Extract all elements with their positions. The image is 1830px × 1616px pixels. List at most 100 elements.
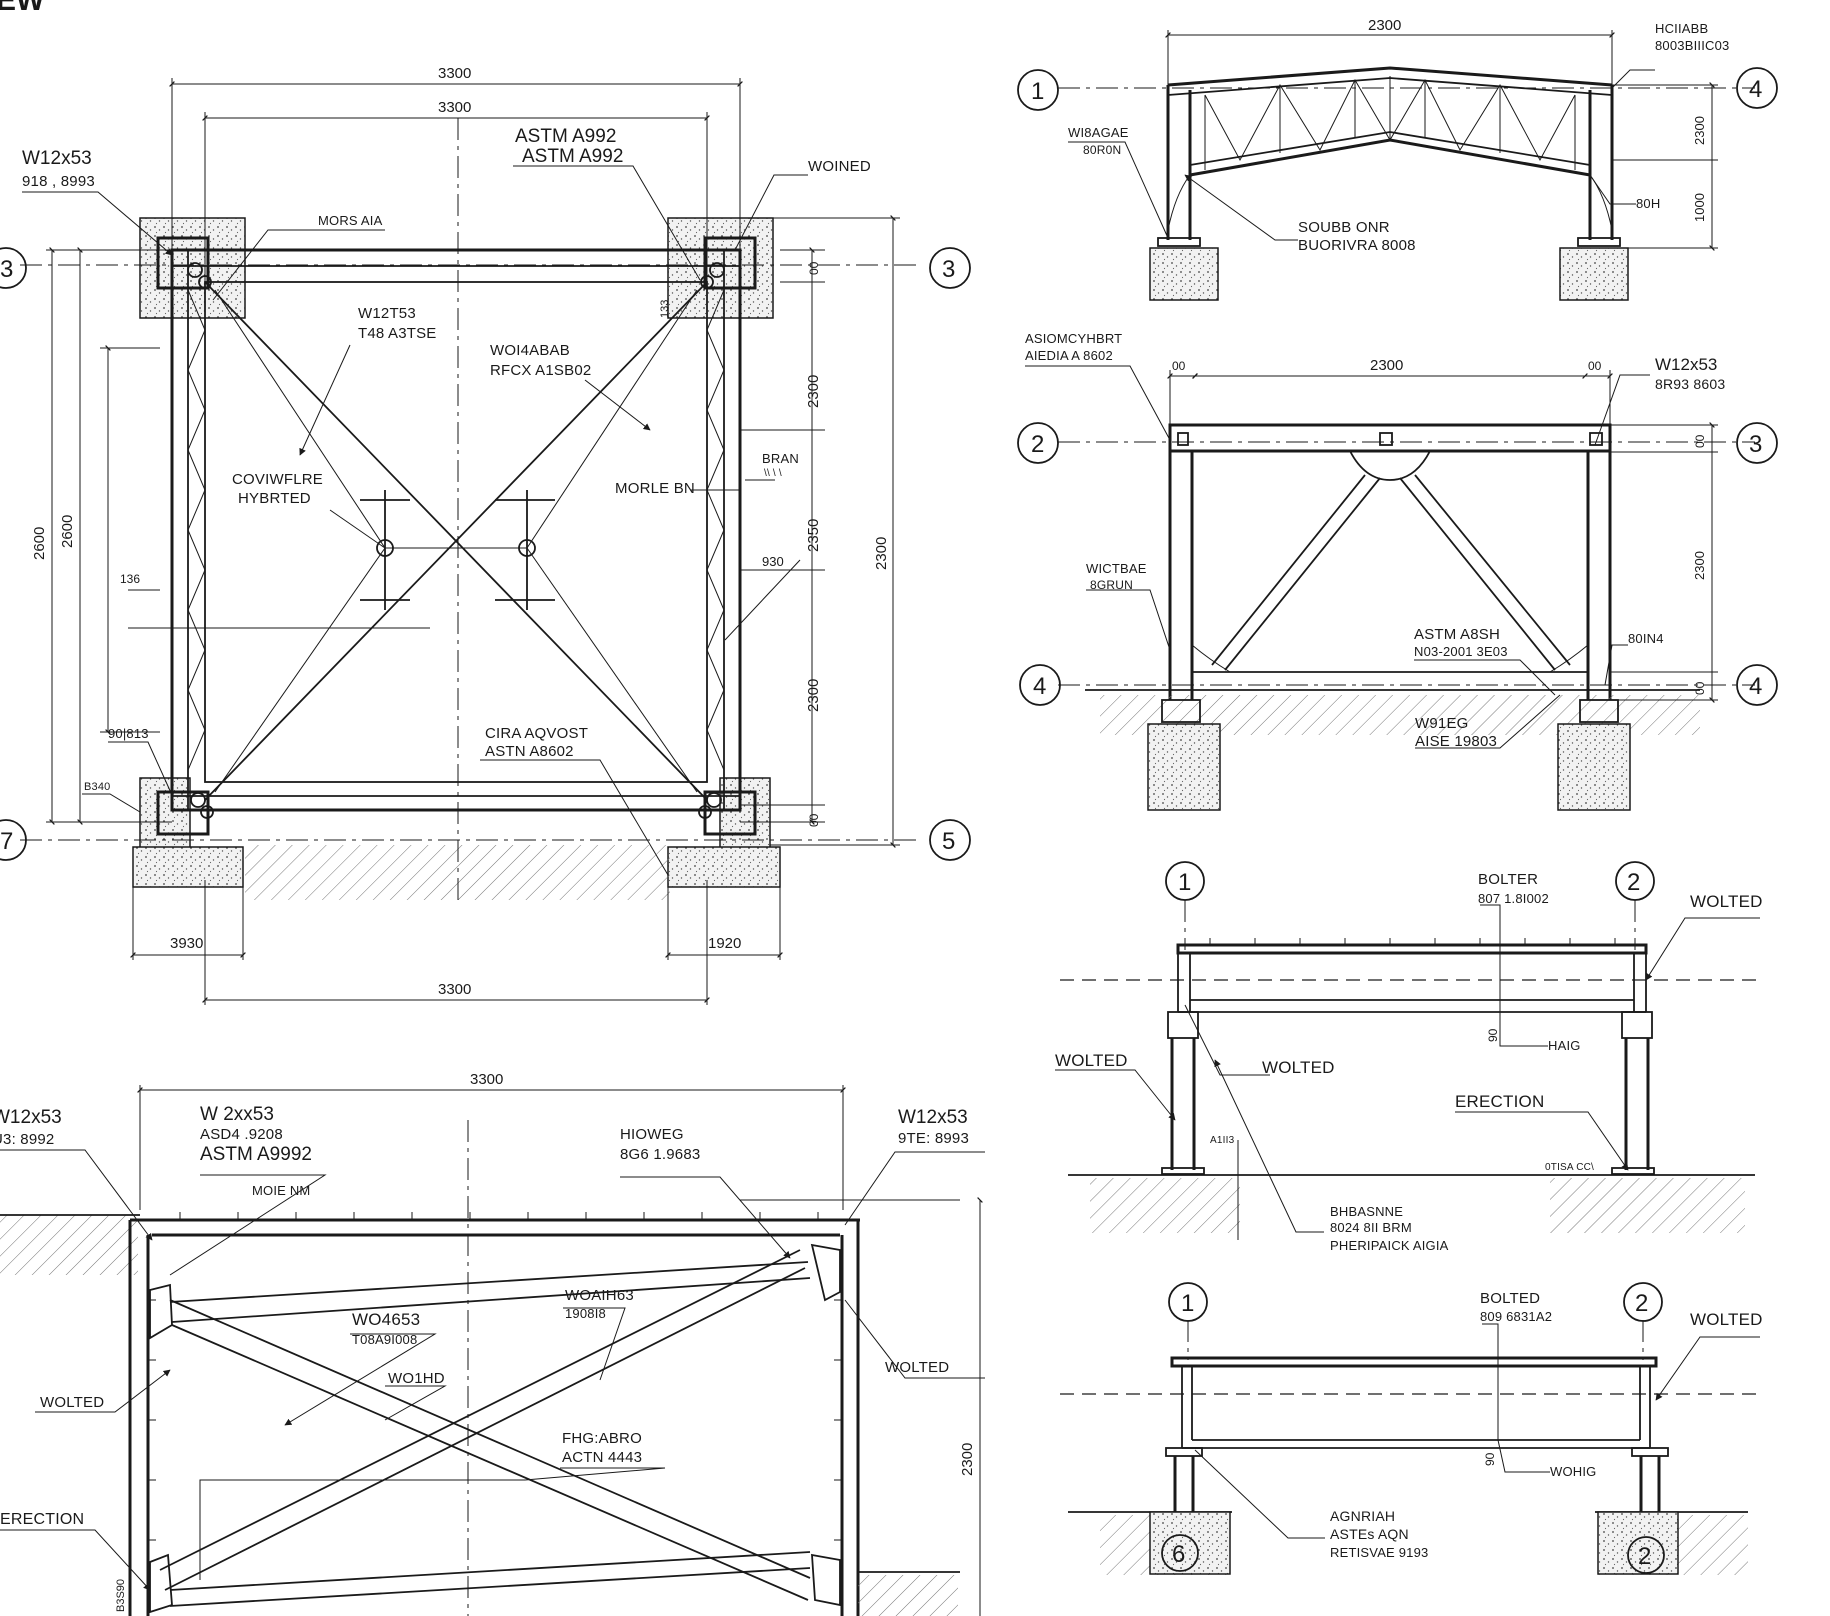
elev-mid-bubble-tr xyxy=(1736,422,1778,464)
sec-b-bubble-bl-text: 6 xyxy=(1172,1541,1185,1568)
elev-mid-bubble-br xyxy=(1736,664,1778,706)
elev-bot-woa-sub: T08A9I008 xyxy=(352,1332,417,1347)
plan-label-morle: MORLE BN xyxy=(615,480,695,497)
elev-bot-woa: WO4653 xyxy=(352,1310,420,1329)
elev-bot-fhg-sub: ACTN 4443 xyxy=(562,1449,642,1466)
plan-bubble-left-top-text: 3 xyxy=(0,256,13,283)
elev-top-footing-l xyxy=(1149,247,1219,301)
sec-a-bolter: BOLTER xyxy=(1478,871,1538,888)
plan-dim-foot-right: 1920 xyxy=(708,935,741,952)
plan-bubble-left-bottom-text: 7 xyxy=(0,828,13,855)
elev-top-bubble-right-text: 4 xyxy=(1749,76,1762,103)
plan-footing-tl xyxy=(139,217,246,319)
sec-a-wolted-l: WOLTED xyxy=(1055,1051,1128,1070)
sec-a-note-sub2: PHERIPAICK AIGIA xyxy=(1330,1238,1449,1253)
elev-bottom: 3300 xyxy=(0,1071,985,1616)
elev-bot-w12-r: W12x53 xyxy=(898,1107,968,1128)
plan-dim-top-outer: 3300 xyxy=(438,65,471,82)
elev-mid-dim-00r: 00 xyxy=(1588,359,1602,373)
sec-b-bolted-sub: 809 6831A2 xyxy=(1480,1309,1552,1324)
sec-a-bolter-sub: 807 1.8I002 xyxy=(1478,891,1549,906)
elev-bot-hiowe: HIOWEG xyxy=(620,1126,684,1143)
plan-label-cran-sub: ASTN A8602 xyxy=(485,743,574,760)
elev-mid-tl-label: ASIOMCYHBRT xyxy=(1025,331,1122,346)
elev-bot-w12-l: W12x53 xyxy=(0,1107,62,1128)
plan-dim-left-small: 136 xyxy=(120,572,140,586)
elev-top-bubble-left xyxy=(1017,69,1059,111)
elev-mid-center-label-sub: N03-2001 3E03 xyxy=(1414,644,1508,659)
plan-bubble-right-top-text: 3 xyxy=(942,256,955,283)
view-title-fragment: EW xyxy=(0,0,45,17)
elev-top-footing-r xyxy=(1559,247,1629,301)
plan-pad-bl xyxy=(132,846,244,888)
elev-bot-dim-right: 2300 xyxy=(959,1443,976,1476)
plan-dim-top-inner: 3300 xyxy=(438,99,471,116)
sec-a-small-r: 0TISA CC\ xyxy=(1545,1162,1594,1173)
elev-bot-wolted-l: WOLTED xyxy=(40,1394,104,1411)
elev-mid-left-label: WICTBAE xyxy=(1086,561,1147,576)
elev-bot-woaih: WOAIH63 xyxy=(565,1287,634,1304)
plan-dim-right-00a: 00 xyxy=(807,261,821,275)
elev-bot-w12-l-sub: U3: 8992 xyxy=(0,1131,54,1148)
plan-dim-right-2350: 2350 xyxy=(805,519,822,552)
sec-b-note-sub2: RETISVAE 9193 xyxy=(1330,1545,1428,1560)
sec-b-bubble-br-text: 2 xyxy=(1638,1543,1651,1570)
elev-top-bubble-left-text: 1 xyxy=(1031,78,1044,105)
elev-mid-left-label-sub: 8GRUN xyxy=(1090,578,1133,592)
sec-b-bubble-br xyxy=(1627,1536,1665,1574)
elev-mid-tr-label: W12x53 xyxy=(1655,355,1717,374)
elev-mid-dim-00l: 00 xyxy=(1172,359,1186,373)
plan-dim-bottom: 3300 xyxy=(438,981,471,998)
sec-a-note: BHBASNNE xyxy=(1330,1204,1403,1219)
plan-label-w12t53: W12T53 xyxy=(358,305,416,322)
elev-top-dim-1000: 1000 xyxy=(1692,193,1707,222)
plan-label-bran: BRAN xyxy=(762,451,799,466)
sec-b-bolted: BOLTED xyxy=(1480,1290,1540,1307)
plan-dim-inner-133: 133 xyxy=(659,300,671,318)
plan-pad-br xyxy=(667,846,781,888)
plan-label-sub: 90|813 xyxy=(108,726,149,741)
elev-mid-dim-r-00: 00 xyxy=(1693,434,1707,448)
plan-footing-tr xyxy=(667,217,774,319)
plan-dim-left-outer: 2600 xyxy=(31,527,48,560)
sec-b-wolted: WOLTED xyxy=(1690,1310,1763,1329)
plan-label-convfare: COVIWFLRE xyxy=(232,471,323,488)
sec-b-note-sub1: ASTEs AQN xyxy=(1330,1526,1409,1542)
elev-mid-center-label: ASTM A8SH xyxy=(1414,626,1500,643)
plan-bubble-right-bottom-text: 5 xyxy=(942,828,955,855)
plan-dim-right-930: 930 xyxy=(762,554,784,569)
elev-mid-dim-r-2300: 2300 xyxy=(1692,551,1707,580)
elev-mid-tl-label-sub: AIEDIA A 8602 xyxy=(1025,348,1113,363)
elev-mid-tr-label-sub: 8R93 8603 xyxy=(1655,376,1725,392)
plan-label-mors: MORS AIA xyxy=(318,213,383,228)
plan-frame-outer xyxy=(170,248,742,812)
plan-label-w12t53-sub: T48 A3TSE xyxy=(358,325,437,342)
sec-b-bubble-l-text: 1 xyxy=(1181,1290,1194,1317)
plan-view: 3300 3300 3300 3930 1920 2600 2600 136 0… xyxy=(0,65,971,1005)
plan-label-w12x53: W12x53 xyxy=(22,148,92,169)
elev-bot-w12-r-sub: 9TE: 8993 xyxy=(898,1130,969,1147)
plan-dim-right-2300a: 2300 xyxy=(805,375,822,408)
sec-b-bubble-bl xyxy=(1161,1534,1199,1572)
sec-a-note-sub1: 8024 8II BRM xyxy=(1330,1220,1412,1235)
plan-label-woined: WOINED xyxy=(808,158,871,175)
elev-mid-footing-r xyxy=(1557,723,1631,811)
elev-bot-astm: ASTM A9992 xyxy=(200,1144,312,1165)
elev-mid-dim-r-00b: 00 xyxy=(1693,681,1707,695)
plan-dim-right-overall: 2300 xyxy=(873,537,890,570)
plan-label-convfare-sub: HYBRTED xyxy=(238,490,311,507)
elev-top-right-title-sub: 8003BIIIC03 xyxy=(1655,38,1729,53)
sec-b-note: AGNRIAH xyxy=(1330,1508,1395,1524)
elev-bot-hiowe-sub: 8G6 1.9683 xyxy=(620,1146,700,1163)
elev-top-right-title: HCIIABB xyxy=(1655,21,1708,36)
elev-mid-bubble-bl-text: 4 xyxy=(1033,673,1046,700)
plan-footing-br xyxy=(719,777,771,854)
sec-a-small-l: A1II3 xyxy=(1210,1135,1235,1146)
sec-a-wolted-c: WOLTED xyxy=(1262,1058,1335,1077)
sec-a-bubble-r-text: 2 xyxy=(1627,869,1640,896)
elev-mid-bottom-label: W91EG xyxy=(1415,715,1469,732)
section-b: 1 2 6 2 BOLTED 809 6831A2 xyxy=(1060,1282,1763,1575)
elev-bot-wolted-r: WOLTED xyxy=(885,1359,949,1376)
elev-mid-right-label: 80IN4 xyxy=(1628,631,1664,646)
